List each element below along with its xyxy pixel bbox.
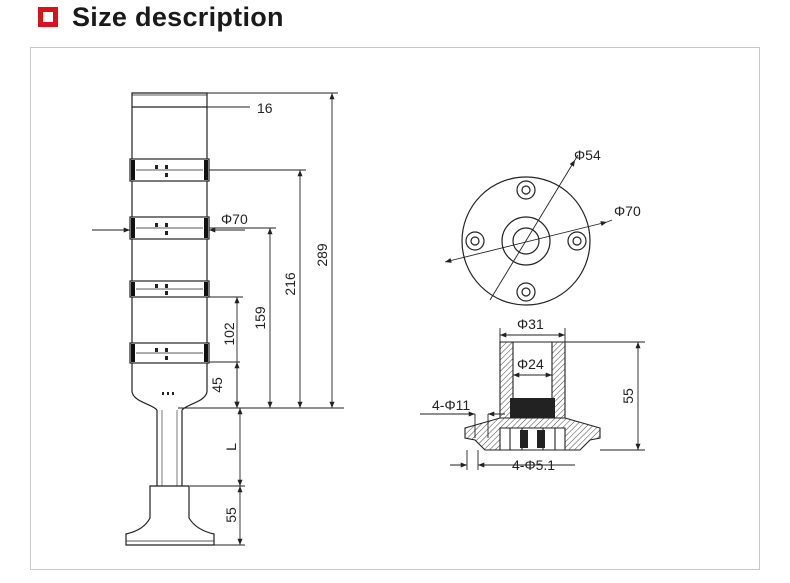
base-section-dimensions — [420, 328, 645, 470]
dim-pole-length: L — [223, 443, 239, 451]
dim-height-1: 45 — [209, 377, 225, 393]
dim-outer-tube: Φ31 — [517, 316, 544, 332]
base-plan-view — [444, 154, 613, 306]
dim-screw-holes: 4-Φ5.1 — [512, 457, 555, 473]
tower-taper-left — [131, 391, 158, 411]
tower-dimensions — [92, 92, 344, 546]
tier-collar — [129, 280, 210, 298]
tower-dimension-labels: 16 Φ70 289 216 159 102 45 L 55 — [209, 100, 330, 523]
base-section-labels: Φ31 Φ24 55 4-Φ11 4-Φ5.1 — [432, 316, 636, 473]
section-title: Size description — [72, 1, 284, 32]
dim-diameter: Φ70 — [221, 211, 248, 227]
section-header: Size description — [38, 0, 284, 34]
tower-base — [125, 485, 215, 546]
dim-mount-holes: 4-Φ11 — [432, 397, 470, 413]
tower-taper-right — [181, 391, 208, 411]
mount-hole — [567, 231, 587, 251]
mount-hole — [465, 231, 485, 251]
drawing-frame — [30, 47, 760, 570]
dim-height-4: 216 — [282, 272, 298, 296]
base-plan-labels: Φ54 Φ70 — [574, 147, 641, 219]
mount-hole — [516, 282, 536, 302]
dim-height-3: 159 — [252, 306, 268, 330]
square-bullet-icon — [38, 7, 58, 27]
signal-tower-elevation — [125, 92, 215, 546]
dim-base-height: 55 — [223, 507, 239, 523]
mount-hole — [516, 180, 536, 200]
dim-inner-tube: Φ24 — [517, 356, 544, 372]
dim-bolt-circle: Φ54 — [574, 147, 601, 163]
dim-outer-diameter: Φ70 — [614, 203, 641, 219]
tier-collar — [129, 216, 210, 240]
base-section-view — [464, 341, 601, 451]
tier-collar — [129, 158, 210, 182]
bore-insert — [510, 398, 555, 418]
tier-collar — [129, 342, 210, 364]
dim-height-2: 102 — [221, 322, 237, 346]
dim-section-height: 55 — [620, 388, 636, 404]
dim-top-height: 16 — [257, 100, 273, 116]
dim-height-overall: 289 — [314, 243, 330, 267]
